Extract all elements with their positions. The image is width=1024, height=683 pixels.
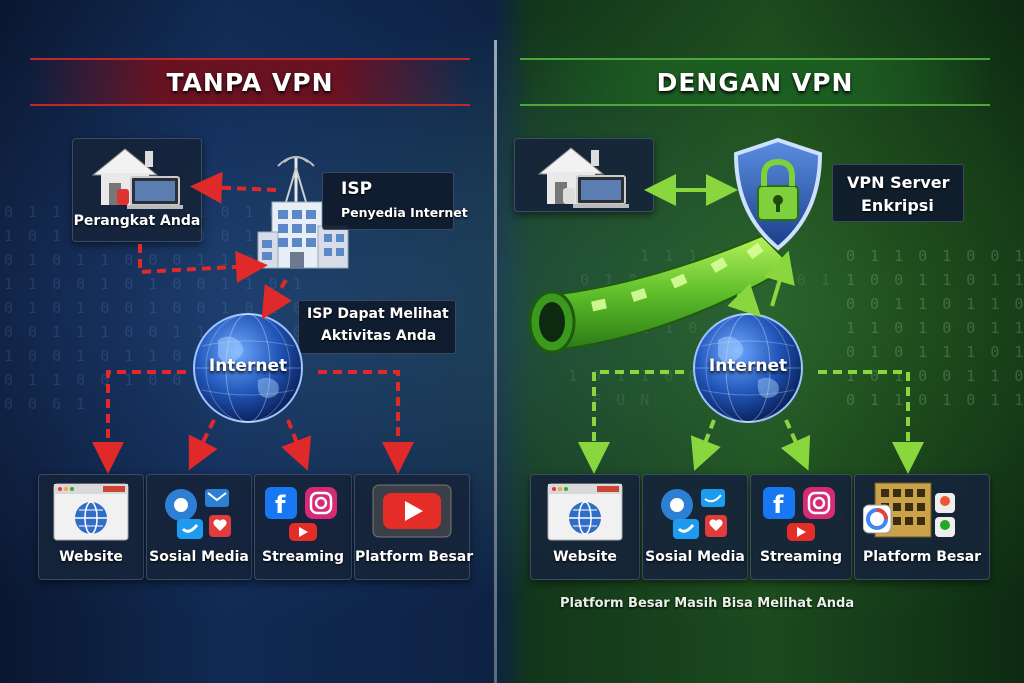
- social-media-icons-right: [661, 489, 727, 539]
- arrow-internet-to-streaming-right: [780, 419, 811, 471]
- service-label-website-right: Website: [553, 549, 617, 565]
- service-tile-social-left: Sosial Media: [146, 474, 252, 580]
- vpn-tunnel-icon: [528, 234, 794, 354]
- service-label-website-left: Website: [59, 549, 123, 565]
- service-tile-social-right: Sosial Media: [642, 474, 748, 580]
- service-label-platform-left: Platform Besar: [355, 549, 474, 565]
- vpn-encryption-label: Enkripsi: [861, 196, 934, 215]
- browser-globe-icon-right: [547, 483, 623, 541]
- globe-label-right: Internet: [708, 356, 788, 376]
- service-label-streaming-left: Streaming: [262, 549, 344, 565]
- shield-lock-icon: [733, 137, 823, 251]
- left-title: TANPA VPN: [166, 67, 334, 97]
- arrow-internet-to-social-right: [690, 419, 721, 471]
- globe-icon-right: [693, 313, 803, 423]
- streaming-icons: f: [265, 487, 337, 541]
- arrow-internet-to-website-right: [578, 370, 684, 474]
- isp-info-box: ISP Penyedia Internet: [322, 172, 468, 230]
- home-device-icon: [91, 148, 183, 209]
- service-tile-streaming-left: f Streaming: [254, 474, 352, 580]
- footer-note: Platform Besar Masih Bisa Melihat Anda: [560, 596, 855, 611]
- service-tile-platform-left: Platform Besar: [354, 474, 474, 580]
- isp-visibility-note: ISP Dapat Melihat Aktivitas Anda: [298, 300, 456, 354]
- device-label-left: Perangkat Anda: [73, 213, 201, 229]
- service-label-social-right: Sosial Media: [645, 549, 745, 565]
- arrow-isp-to-device: [190, 171, 277, 204]
- arrow-isp-to-internet: [261, 278, 293, 320]
- right-title-banner: DENGAN VPN: [520, 58, 990, 106]
- binary-background-right: 0 1 1 0 1 0 0 1 1 0 0 1 1 0 1 1 0 0 1 1 …: [846, 247, 1024, 409]
- service-label-social-left: Sosial Media: [149, 549, 249, 565]
- panel-divider: [494, 40, 497, 683]
- arrow-internet-to-platform: [318, 370, 414, 474]
- browser-globe-icon: [53, 483, 129, 541]
- service-tile-platform-right: Platform Besar: [854, 474, 990, 580]
- service-tile-streaming-right: f Streaming: [750, 474, 852, 580]
- arrow-internet-to-vpn: [764, 250, 795, 307]
- isp-title: ISP: [341, 179, 373, 199]
- streaming-icons-right: f: [763, 487, 835, 541]
- globe-icon-left: [193, 313, 303, 423]
- arrow-tunnel-to-internet: [727, 283, 762, 318]
- service-label-streaming-right: Streaming: [760, 549, 842, 565]
- arrow-internet-to-streaming: [281, 419, 312, 471]
- isp-note-line1: ISP Dapat Melihat: [307, 306, 449, 322]
- svg-text:f: f: [773, 491, 784, 519]
- isp-note-line2: Aktivitas Anda: [321, 328, 437, 344]
- isp-building-icon: [257, 156, 349, 269]
- service-label-platform-right: Platform Besar: [862, 549, 982, 565]
- social-media-icons: [165, 489, 231, 539]
- arrow-internet-to-platform-right: [818, 370, 924, 474]
- left-title-banner: TANPA VPN: [30, 58, 470, 106]
- right-title: DENGAN VPN: [656, 67, 854, 97]
- service-tile-website-left: Website: [38, 474, 144, 580]
- isp-subtitle: Penyedia Internet: [341, 205, 468, 220]
- vpn-server-label: VPN Server: [847, 173, 950, 192]
- service-tile-website-right: Website: [530, 474, 640, 580]
- home-device-icon-right: [537, 147, 629, 208]
- svg-text:f: f: [275, 491, 286, 519]
- arrow-internet-to-social: [188, 419, 218, 471]
- big-platform-icons: [863, 482, 955, 538]
- device-card-right: [514, 138, 654, 212]
- device-card-left: Perangkat Anda: [72, 138, 202, 242]
- arrow-internet-to-website: [92, 370, 186, 474]
- video-platform-icon: [372, 484, 452, 538]
- globe-label-left: Internet: [208, 356, 288, 376]
- vpn-server-box: VPN Server Enkripsi: [832, 164, 964, 222]
